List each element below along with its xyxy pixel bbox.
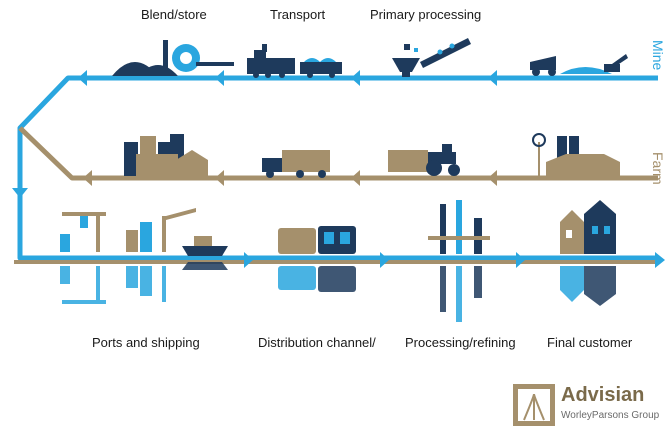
label-ports-shipping: Ports and shipping xyxy=(92,335,200,350)
label-blend-store: Blend/store xyxy=(141,7,207,22)
reflection-port xyxy=(60,262,228,304)
brand-name: Advisian xyxy=(561,384,645,406)
port-icon xyxy=(60,208,228,256)
blend-store-icon xyxy=(112,40,234,76)
advisian-logo-icon xyxy=(513,384,555,426)
label-primary-processing: Primary processing xyxy=(370,7,482,22)
grain-store-icon xyxy=(124,134,208,176)
farm-arrows xyxy=(83,170,497,186)
reflection-distribution xyxy=(278,266,356,292)
label-transport: Transport xyxy=(270,7,326,22)
bottom-arrows xyxy=(244,252,665,268)
mine-trucks-icon xyxy=(530,54,628,76)
brand-block: Advisian WorleyParsons Group xyxy=(513,384,663,430)
label-processing-refining: Processing/refining xyxy=(405,335,516,350)
truck-icon xyxy=(262,150,330,178)
distribution-icon xyxy=(278,226,356,254)
label-final-customer: Final customer xyxy=(547,335,633,350)
mine-arrows xyxy=(78,70,497,86)
tractor-icon xyxy=(388,144,460,176)
primary-processing-icon xyxy=(392,38,471,77)
label-distribution-channel: Distribution channel/ xyxy=(258,335,376,350)
refinery-icon xyxy=(428,200,490,254)
train-icon xyxy=(247,44,342,78)
reflection-refinery xyxy=(440,266,482,322)
farm-flow-line xyxy=(14,126,658,264)
brand-subtitle: WorleyParsons Group xyxy=(561,410,660,421)
reflection-houses xyxy=(560,266,616,306)
houses-icon xyxy=(560,200,616,254)
farm-buildings-icon xyxy=(532,133,620,176)
down-arrow xyxy=(12,188,28,198)
